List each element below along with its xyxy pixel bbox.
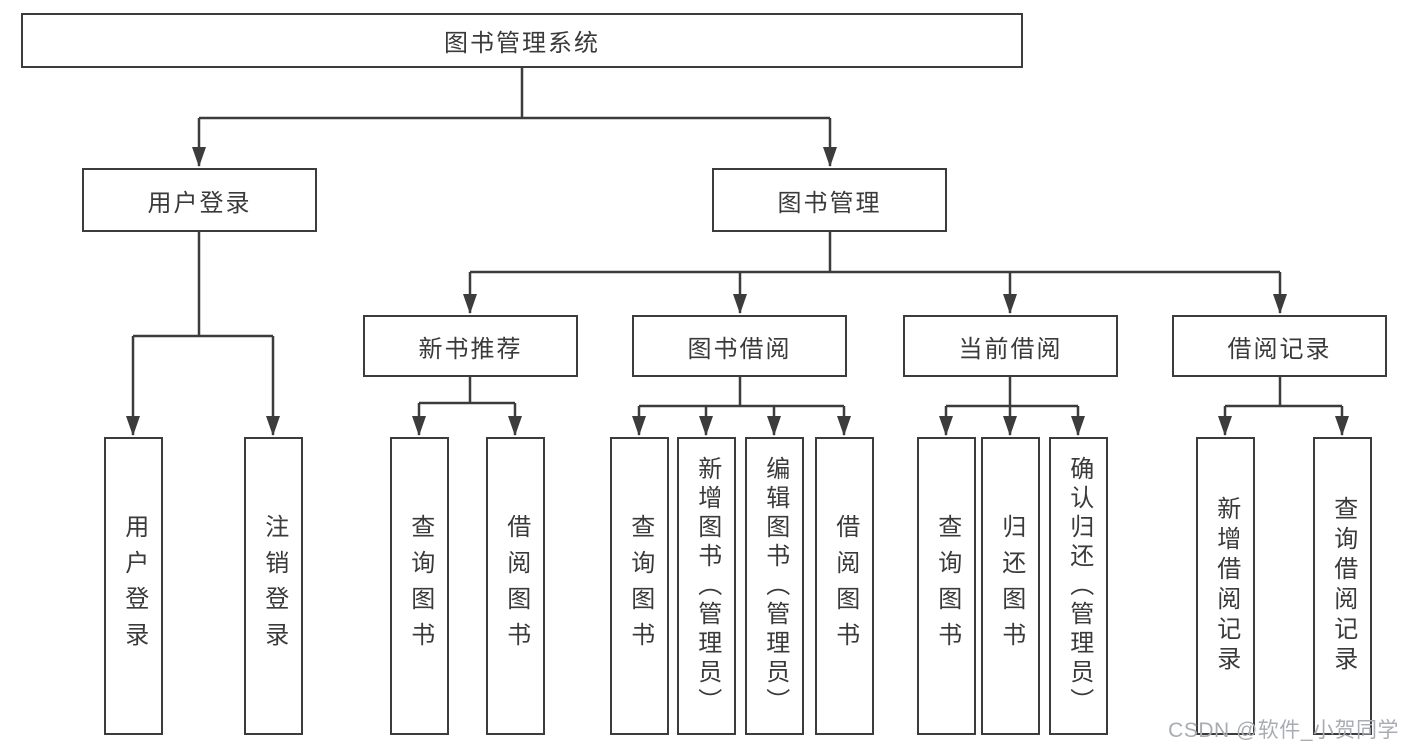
- node-label: 借阅图书: [502, 514, 530, 658]
- node-label: 新书推荐: [418, 335, 523, 363]
- node-label: 图书管理: [777, 189, 882, 217]
- node-label: 确认归还（管理员）: [1065, 455, 1093, 717]
- node-label: 查询图书: [626, 514, 654, 658]
- arrowhead-icon: [939, 416, 953, 436]
- arrowhead-icon: [1273, 294, 1287, 314]
- node-borrowing-records: 借阅记录: [1172, 315, 1387, 377]
- node-label: 查询图书: [933, 514, 961, 658]
- node-leaf-borrowing-query-books: 查询图书: [610, 437, 669, 735]
- node-leaf-return-books: 归还图书: [981, 437, 1040, 735]
- node-leaf-recommend-query-books: 查询图书: [390, 437, 449, 735]
- arrowhead-icon: [412, 416, 426, 436]
- arrowhead-icon: [1071, 416, 1085, 436]
- node-root: 图书管理系统: [21, 13, 1023, 68]
- arrowhead-icon: [463, 294, 477, 314]
- arrowhead-icon: [632, 416, 646, 436]
- node-label: 用户登录: [120, 514, 148, 658]
- arrowhead-icon: [1218, 416, 1232, 436]
- node-leaf-recommend-borrow-books: 借阅图书: [486, 437, 545, 735]
- arrowhead-icon: [1335, 416, 1349, 436]
- node-leaf-logout: 注销登录: [244, 437, 303, 735]
- node-label: 新增图书（管理员）: [693, 455, 721, 717]
- arrowhead-icon: [767, 416, 781, 436]
- arrowhead-icon: [699, 416, 713, 436]
- arrowhead-icon: [266, 416, 280, 436]
- node-label: 归还图书: [997, 514, 1025, 658]
- node-label: 新增借阅记录: [1212, 496, 1240, 676]
- node-label: 图书借阅: [687, 335, 792, 363]
- node-leaf-add-books-admin: 新增图书（管理员）: [677, 437, 736, 735]
- connector-records-to-children: [1223, 377, 1344, 435]
- arrowhead-icon: [1003, 416, 1017, 436]
- node-label: 查询图书: [406, 514, 434, 658]
- connector-borrowing-to-children: [637, 377, 846, 435]
- arrowhead-icon: [508, 416, 522, 436]
- arrowhead-icon: [192, 147, 206, 167]
- arrowhead-icon: [823, 147, 837, 167]
- arrowhead-icon: [837, 416, 851, 436]
- arrowhead-icon: [1003, 294, 1017, 314]
- node-label: 用户登录: [147, 189, 252, 217]
- arrowhead-icon: [126, 416, 140, 436]
- node-label: 注销登录: [260, 514, 288, 658]
- node-label: 图书管理系统: [444, 30, 600, 57]
- node-label: 查询借阅记录: [1329, 496, 1357, 676]
- node-label: 编辑图书（管理员）: [761, 455, 789, 717]
- arrowhead-icon: [733, 294, 747, 314]
- connector-root-to-level2: [197, 68, 832, 166]
- node-new-book-recommend: 新书推荐: [363, 315, 578, 377]
- arrowheads: [126, 147, 1349, 436]
- node-label: 当前借阅: [958, 335, 1063, 363]
- node-leaf-borrowing-borrow-books: 借阅图书: [815, 437, 874, 735]
- node-leaf-query-borrow-record: 查询借阅记录: [1313, 437, 1372, 735]
- node-current-borrowing: 当前借阅: [903, 315, 1118, 377]
- node-label: 借阅图书: [831, 514, 859, 658]
- csdn-watermark: CSDN @软件_小贺同学: [1168, 719, 1399, 742]
- node-leaf-current-query-books: 查询图书: [917, 437, 976, 735]
- connector-recommend-to-children: [417, 377, 517, 435]
- node-leaf-edit-books-admin: 编辑图书（管理员）: [745, 437, 804, 735]
- node-leaf-add-borrow-record: 新增借阅记录: [1196, 437, 1255, 735]
- node-label: 借阅记录: [1227, 335, 1332, 363]
- node-book-borrowing: 图书借阅: [632, 315, 847, 377]
- node-leaf-confirm-return-admin: 确认归还（管理员）: [1049, 437, 1108, 735]
- node-leaf-user-login: 用户登录: [104, 437, 163, 735]
- node-book-management: 图书管理: [712, 168, 947, 232]
- connector-user-login-to-children: [131, 232, 275, 435]
- node-user-login: 用户登录: [82, 168, 317, 232]
- connector-book-management-to-level3: [468, 232, 1282, 313]
